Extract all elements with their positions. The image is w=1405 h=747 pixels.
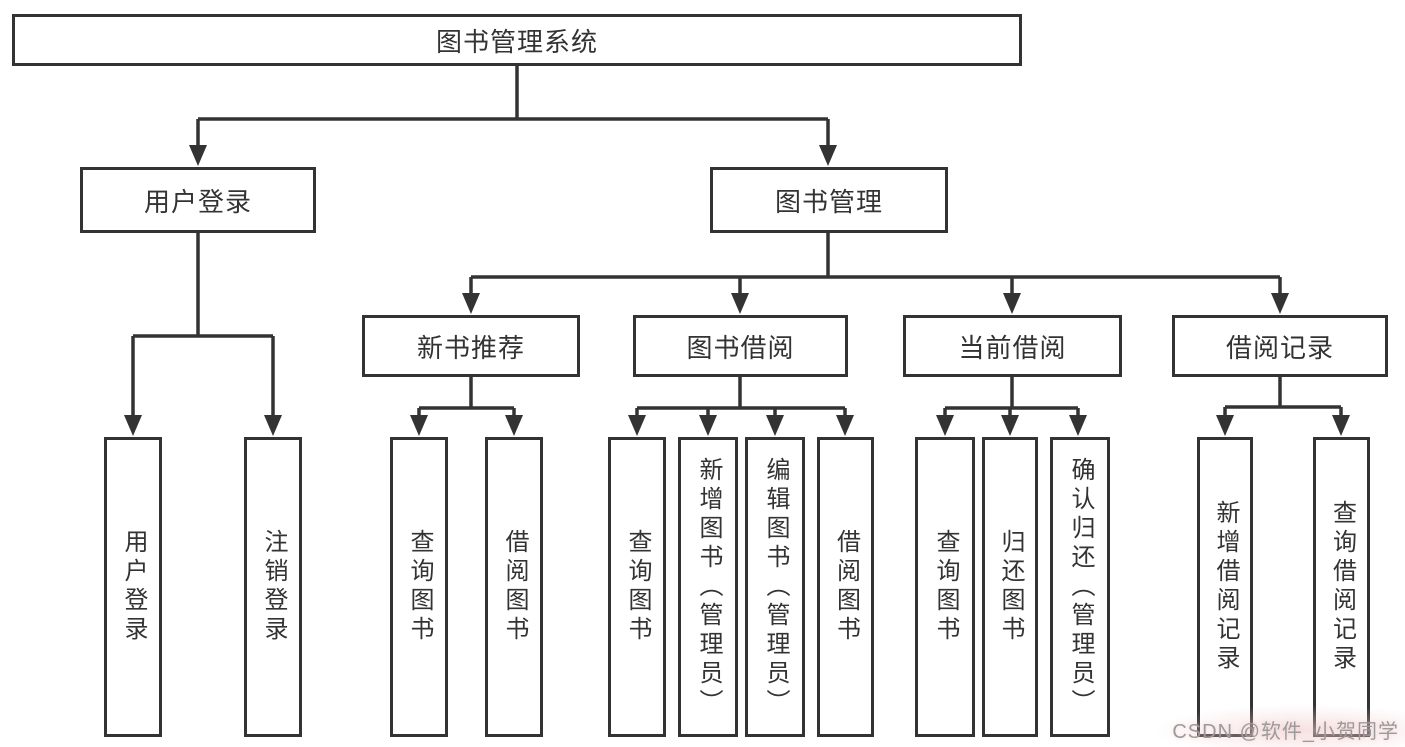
- connector-new-book-rec-children: [417, 377, 516, 417]
- node-label: 用户登录: [120, 529, 147, 645]
- arrow-down-icon: [410, 415, 428, 436]
- node-label: 图书管理系统: [435, 26, 598, 57]
- leaf-records-add: 新增借阅记录: [1197, 437, 1253, 737]
- arrow-down-icon: [1216, 415, 1234, 436]
- node-label: 用户登录: [143, 186, 252, 217]
- node-current-borrow: 当前借阅: [903, 315, 1122, 377]
- arrow-down-icon: [836, 415, 854, 436]
- node-new-book-rec: 新书推荐: [362, 315, 580, 377]
- leaf-user-login: 用户登录: [104, 437, 162, 737]
- node-label: 新增借阅记录: [1212, 500, 1239, 674]
- leaf-current-confirm-return: 确认归还（管理员）: [1050, 437, 1110, 737]
- node-label: 新增图书（管理员）: [695, 456, 722, 718]
- arrow-down-icon: [1271, 293, 1289, 314]
- arrow-down-icon: [1069, 415, 1087, 436]
- node-label: 借阅图书: [501, 529, 528, 645]
- node-book-mgmt: 图书管理: [710, 167, 948, 233]
- node-label: 查询图书: [932, 529, 959, 645]
- node-book-borrow: 图书借阅: [633, 315, 848, 377]
- node-user-login: 用户登录: [80, 167, 316, 233]
- arrow-down-icon: [462, 293, 480, 314]
- node-borrow-records: 借阅记录: [1172, 315, 1388, 377]
- leaf-borrow-add-books: 新增图书（管理员）: [678, 437, 738, 737]
- arrow-down-icon: [699, 415, 717, 436]
- node-label: 借阅记录: [1225, 332, 1334, 363]
- arrow-down-icon: [264, 415, 282, 436]
- arrow-down-icon: [1001, 415, 1019, 436]
- arrow-down-icon: [189, 145, 207, 166]
- leaf-current-return-books: 归还图书: [982, 437, 1038, 737]
- node-label: 新书推荐: [416, 332, 525, 363]
- node-label: 归还图书: [997, 529, 1024, 645]
- arrow-down-icon: [766, 415, 784, 436]
- node-label: 确认归还（管理员）: [1067, 456, 1094, 718]
- connector-user-login-children: [131, 233, 275, 417]
- node-label: 注销登录: [260, 529, 287, 645]
- arrow-down-icon: [1003, 293, 1021, 314]
- arrow-down-icon: [124, 415, 142, 436]
- node-label: 图书管理: [774, 186, 883, 217]
- arrow-down-icon: [1332, 415, 1350, 436]
- connector-book-mgmt-children: [469, 233, 1282, 295]
- arrow-down-icon: [936, 415, 954, 436]
- leaf-borrow-query-books: 查询图书: [608, 437, 666, 737]
- arrow-down-icon: [505, 415, 523, 436]
- arrow-down-icon: [819, 145, 837, 166]
- node-label: 编辑图书（管理员）: [762, 456, 789, 718]
- node-label: 借阅图书: [832, 529, 860, 645]
- node-label: 查询图书: [406, 529, 433, 645]
- watermark: CSDN @软件_小贺同学: [1172, 721, 1399, 743]
- node-label: 查询借阅记录: [1328, 500, 1356, 674]
- node-label: 查询图书: [624, 529, 651, 645]
- leaf-current-query-books: 查询图书: [915, 437, 975, 737]
- arrowhead-icons: [124, 145, 1350, 436]
- leaf-rec-borrow-books: 借阅图书: [485, 437, 543, 737]
- arrow-down-icon: [731, 293, 749, 314]
- leaf-logout: 注销登录: [244, 437, 302, 737]
- connector-book-borrow-children: [635, 377, 847, 417]
- leaf-borrow-edit-books: 编辑图书（管理员）: [745, 437, 805, 737]
- arrow-down-icon: [628, 415, 646, 436]
- node-root: 图书管理系统: [12, 14, 1022, 66]
- node-label: 图书借阅: [686, 332, 795, 363]
- connector-root-to-level2: [196, 65, 830, 147]
- connector-current-borrow-children: [943, 377, 1080, 417]
- node-label: 当前借阅: [958, 332, 1067, 363]
- leaf-rec-query-books: 查询图书: [390, 437, 448, 737]
- connector-borrow-records-children: [1223, 377, 1343, 417]
- leaf-borrow-borrow-books: 借阅图书: [817, 437, 874, 737]
- leaf-records-query: 查询借阅记录: [1313, 437, 1370, 737]
